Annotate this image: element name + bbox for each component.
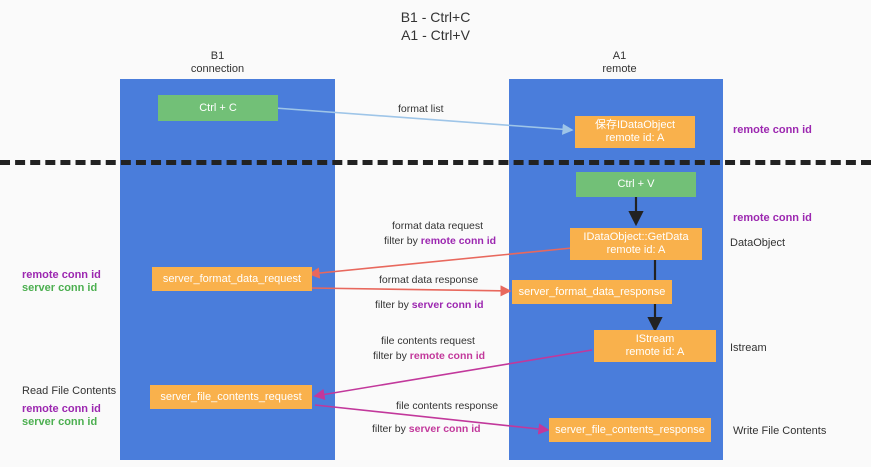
box-ctrl-v[interactable]: Ctrl + V: [576, 172, 696, 197]
column-header-a1-name: A1: [612, 50, 627, 62]
side-label-remote-conn-id-bottom: remote conn id: [22, 403, 101, 415]
arrow-label-filter-remote-1: filter by remote conn id: [384, 234, 496, 248]
side-label-remote-conn-id-top: remote conn id: [733, 124, 812, 136]
box-istream-line2: remote id: A: [625, 346, 685, 358]
side-label-istream: Istream: [730, 342, 767, 354]
side-label-server-conn-id-bottom: server conn id: [22, 416, 98, 428]
column-header-b1-name: B1: [210, 50, 225, 62]
arrow-label-filter-server-2: filter by server conn id: [372, 422, 481, 436]
box-server-file-contents-request[interactable]: server_file_contents_request: [150, 385, 312, 409]
box-server-format-data-response[interactable]: server_format_data_response: [512, 280, 672, 304]
box-ctrl-c[interactable]: Ctrl + C: [158, 95, 278, 121]
filter-by-text-2: filter by: [375, 299, 409, 311]
side-label-dataobject: DataObject: [730, 237, 786, 249]
arrow-label-format-data-response: format data response: [379, 274, 479, 286]
page-title-line2: A1 - Ctrl+V: [401, 27, 470, 43]
column-header-b1-role: connection: [190, 63, 245, 75]
filter-remote-conn-id-1: remote conn id: [420, 235, 497, 247]
filter-server-conn-id-2: server conn id: [408, 423, 481, 435]
filter-server-conn-id-1: server conn id: [411, 299, 484, 311]
box-getdata-line1: IDataObject::GetData: [583, 231, 689, 243]
filter-remote-conn-id-2: remote conn id: [409, 350, 486, 362]
side-label-read-file-contents: Read File Contents: [22, 385, 117, 397]
box-istream-line1: IStream: [635, 333, 675, 345]
arrow-label-format-data-request: format data request: [392, 220, 484, 232]
section-divider: [0, 160, 871, 165]
box-server-file-contents-response[interactable]: server_file_contents_response: [549, 418, 711, 442]
box-save-idataobject-line2: remote id: A: [605, 132, 665, 144]
box-server-format-data-response-label: server_format_data_response: [518, 285, 666, 298]
arrow-label-file-contents-response: file contents response: [396, 400, 499, 412]
box-istream[interactable]: IStream remote id: A: [594, 330, 716, 362]
side-label-write-file-contents: Write File Contents: [733, 425, 827, 437]
arrow-label-file-contents-request: file contents request: [381, 335, 475, 347]
box-server-file-contents-response-label: server_file_contents_response: [555, 423, 705, 436]
filter-by-text-1: filter by: [384, 235, 418, 247]
page-title-line1: B1 - Ctrl+C: [400, 9, 471, 25]
box-ctrl-c-label: Ctrl + C: [199, 101, 237, 114]
box-save-idataobject-line1: 保存IDataObject: [594, 119, 676, 131]
side-label-server-conn-id-left: server conn id: [22, 282, 98, 294]
box-server-format-data-request-label: server_format_data_request: [162, 272, 302, 285]
box-server-format-data-request[interactable]: server_format_data_request: [152, 267, 312, 291]
filter-by-text-4: filter by: [372, 423, 406, 435]
side-label-remote-conn-id-middle: remote conn id: [733, 212, 812, 224]
box-getdata-line2: remote id: A: [606, 244, 666, 256]
arrow-label-filter-server-1: filter by server conn id: [375, 298, 484, 312]
box-server-file-contents-request-label: server_file_contents_request: [160, 390, 302, 403]
column-header-a1-role: remote: [602, 63, 637, 75]
arrow-label-format-list: format list: [398, 103, 444, 115]
box-save-idataobject[interactable]: 保存IDataObject remote id: A: [575, 116, 695, 148]
box-idataobject-getdata[interactable]: IDataObject::GetData remote id: A: [570, 228, 702, 260]
box-ctrl-v-label: Ctrl + V: [617, 178, 655, 190]
filter-by-text-3: filter by: [373, 350, 407, 362]
side-label-remote-conn-id-left: remote conn id: [22, 269, 101, 281]
arrow-label-filter-remote-2: filter by remote conn id: [373, 349, 485, 363]
